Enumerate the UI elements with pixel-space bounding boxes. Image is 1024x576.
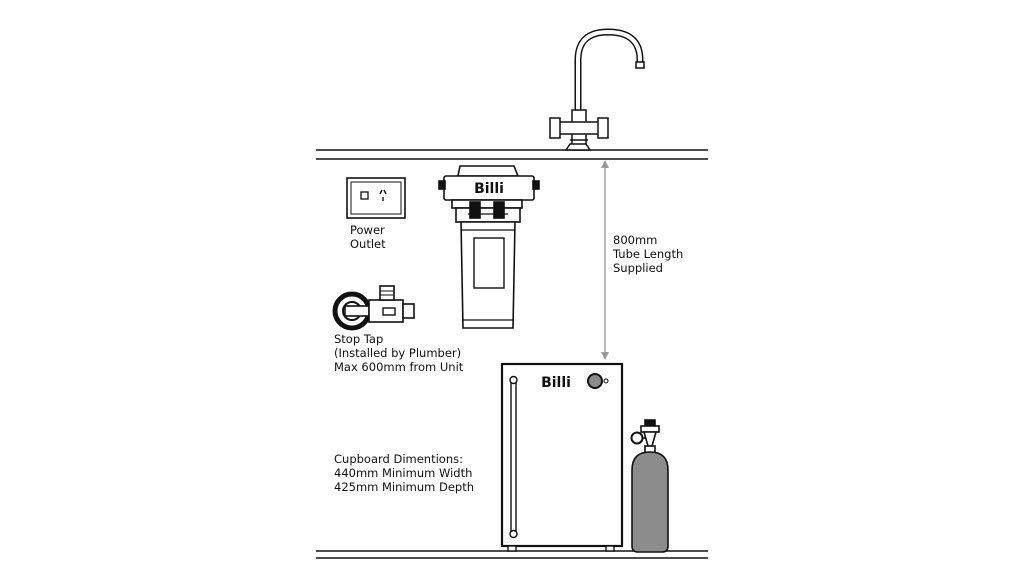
tube-length-label-line-1: 800mm — [613, 233, 658, 247]
stop-tap-label-line-1: Stop Tap — [334, 332, 384, 346]
power-outlet-icon — [346, 177, 406, 219]
cupboard-dimensions-label: Cupboard Dimentions: 440mm Minimum Width… — [334, 452, 474, 494]
stop-tap-label-line-3: Max 600mm from Unit — [334, 360, 464, 374]
stop-tap-label: Stop Tap (Installed by Plumber) Max 600m… — [334, 332, 463, 374]
boiling-unit-icon — [500, 362, 624, 552]
power-outlet-label: Power Outlet — [350, 223, 386, 251]
power-outlet-label-line-1: Power — [350, 223, 385, 237]
water-filter-icon — [438, 165, 540, 329]
tube-length-dimension — [601, 160, 609, 360]
filter-logo: Billi — [474, 181, 504, 197]
power-outlet-label-line-2: Outlet — [350, 237, 386, 251]
tube-length-label: 800mm Tube Length Supplied — [613, 233, 683, 275]
stop-tap-valve-icon — [332, 285, 415, 331]
co2-cylinder-icon — [630, 419, 669, 553]
tap-faucet-icon — [549, 28, 645, 151]
stop-tap-label-line-2: (Installed by Plumber) — [334, 346, 462, 360]
tube-length-label-line-3: Supplied — [613, 261, 663, 275]
tube-length-label-line-2: Tube Length — [613, 247, 684, 261]
bench-top — [316, 149, 708, 160]
cupboard-label-line-1: Cupboard Dimentions: — [334, 452, 463, 466]
unit-logo: Billi — [541, 375, 571, 391]
cupboard-label-line-3: 425mm Minimum Depth — [334, 480, 474, 494]
cupboard-label-line-2: 440mm Minimum Width — [334, 466, 473, 480]
